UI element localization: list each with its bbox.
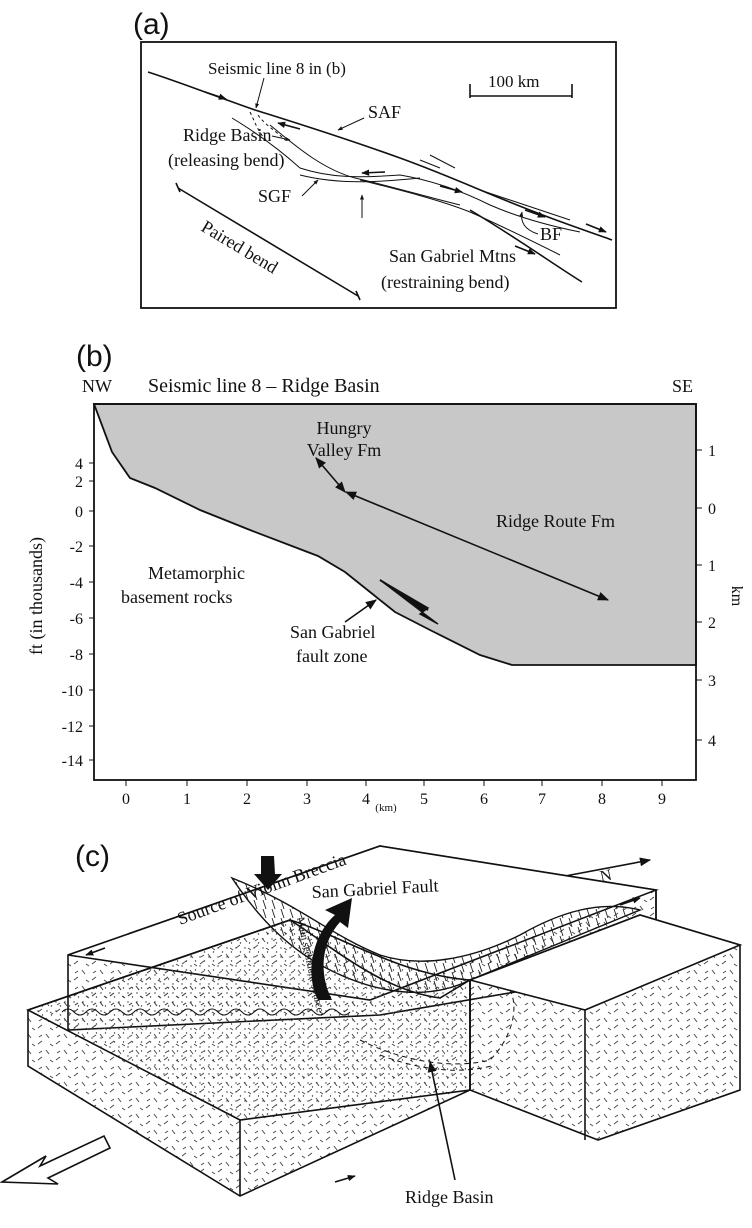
panel-b-label: (b)	[76, 340, 113, 373]
ridge-route-arrow	[344, 491, 610, 601]
bf-label: BF	[540, 224, 562, 244]
hungry-valley-arrow	[315, 457, 346, 493]
block-motion-arrow-icon	[0, 1134, 112, 1185]
y-tick-label: 0	[75, 504, 83, 521]
x-tick-label: 6	[480, 791, 488, 808]
panel-b: (b) NW Seismic line 8 – Ridge Basin SE 4…	[26, 340, 745, 814]
metamorphic-label-2: basement rocks	[121, 587, 232, 607]
nw-label: NW	[82, 376, 112, 396]
seismic-line-label: Seismic line 8 in (b)	[208, 59, 346, 78]
scale-bar: 100 km	[469, 72, 573, 98]
section-title: Seismic line 8 – Ridge Basin	[148, 375, 380, 397]
sgf-label: SGF	[258, 186, 291, 206]
san-gabriel-mtns-label: San Gabriel Mtns	[389, 246, 516, 266]
scale-label: 100 km	[488, 72, 539, 91]
km-tick-label: 1	[708, 443, 716, 460]
x-tick-label: 1	[183, 791, 191, 808]
km-tick-label: 2	[708, 615, 716, 632]
hungry-valley-label-2: Valley Fm	[307, 440, 382, 460]
basin-outline	[359, 989, 515, 1065]
restraining-bend-label: (restraining bend)	[381, 272, 509, 293]
panel-c: (c) N	[0, 840, 743, 1207]
y-tick-label: 4	[75, 456, 83, 473]
sgfz-label-1: San Gabriel	[290, 622, 375, 642]
panel-a-frame	[140, 41, 617, 309]
x-tick-label: 8	[598, 791, 606, 808]
y-tick-label: -2	[70, 539, 83, 556]
right-axis: 1 0 1 2 3 4 km	[696, 443, 745, 750]
x-tick-label: 7	[538, 791, 546, 808]
ridge-basin-label: Ridge Basin	[183, 125, 272, 145]
fault-traces	[147, 71, 613, 283]
y-tick-label: -12	[62, 719, 83, 736]
panel-c-label: (c)	[75, 840, 110, 873]
x-tick-label: 4	[362, 791, 370, 808]
hungry-valley-label-1: Hungry	[317, 418, 372, 438]
releasing-bend-label: (releasing bend)	[168, 150, 284, 171]
left-axis: 4 2 0 -2 -4 -6 -8 -10 -12 -14 ft (in tho…	[26, 456, 94, 770]
x-tick-label: 0	[122, 791, 130, 808]
panel-a-label: (a)	[133, 8, 170, 41]
y-tick-label: 2	[75, 474, 83, 491]
y-tick-label: -6	[70, 611, 83, 628]
basin-fill	[92, 403, 697, 666]
sgfz-label-2: fault zone	[296, 646, 367, 666]
unconformity-line	[61, 1008, 351, 1016]
km-axis-label: km	[728, 586, 745, 607]
y-tick-label: -10	[62, 683, 83, 700]
panel-a: (a) 100 km	[133, 8, 617, 309]
y-tick-label: -4	[70, 575, 83, 592]
fault-motion-arrow	[379, 579, 439, 625]
bottom-axis: 0 1 2 3 4 5 6 7 8 9 (km)	[122, 780, 666, 814]
y-tick-label: -14	[62, 753, 83, 770]
motion-arrows	[204, 91, 607, 255]
km-tick-label: 0	[708, 501, 716, 518]
metamorphic-label-1: Metamorphic	[148, 563, 245, 583]
x-tick-label: 5	[420, 791, 428, 808]
x-tick-label: 3	[303, 791, 311, 808]
x-tick-label: 9	[658, 791, 666, 808]
km-tick-label: 1	[708, 558, 716, 575]
violin-arrow-icon	[254, 856, 282, 890]
y-tick-label: -8	[70, 647, 83, 664]
saf-label: SAF	[368, 102, 401, 122]
sediment-arrow-icon	[311, 898, 352, 1000]
se-label: SE	[672, 376, 693, 396]
x-tick-label: 2	[243, 791, 251, 808]
x-unit-label: (km)	[375, 802, 397, 814]
y-axis-label: ft (in thousands)	[26, 537, 47, 655]
ridge-basin-label: Ridge Basin	[405, 1187, 494, 1207]
km-tick-label: 4	[708, 733, 716, 750]
section-frame	[93, 403, 697, 781]
ridge-route-label: Ridge Route Fm	[496, 511, 615, 531]
km-tick-label: 3	[708, 673, 716, 690]
